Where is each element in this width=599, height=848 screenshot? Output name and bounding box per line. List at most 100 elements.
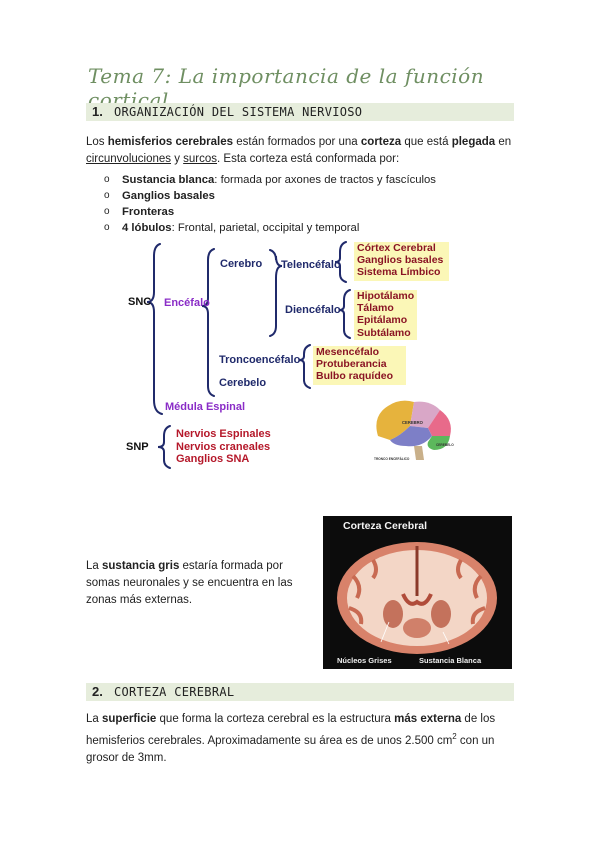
list-item: Hipotálamo (357, 290, 415, 302)
label-medula: Médula Espinal (165, 401, 246, 413)
list-item: o 4 lóbulos: Frontal, parietal, occipita… (104, 220, 524, 236)
text-bold: Sustancia blanca (122, 174, 215, 186)
list-item: Córtex Cerebral (357, 242, 436, 254)
bullet-list: o Sustancia blanca: formada por axones d… (104, 172, 524, 236)
cortex-photo: Corteza Cerebral Núcleos Grises Sustanci… (323, 516, 512, 669)
label-encefalo: Encéfalo (164, 297, 210, 309)
basal-nuclei-right (431, 600, 451, 628)
document-title: Tema 7: La importancia de la función cor… (88, 64, 485, 112)
brace-cerebro (269, 249, 283, 337)
text-bold: Ganglios basales (122, 190, 215, 202)
brain-section-image (337, 542, 497, 654)
list-item: o Fronteras (104, 204, 524, 220)
section-number: 1. (92, 104, 103, 119)
text-bold: corteza (360, 136, 402, 148)
caption-nucleos: Núcleos Grises (337, 656, 392, 665)
text: de los hemisferios cerebrales. Aproximad… (86, 713, 496, 747)
text-bold: sustancia gris (102, 560, 180, 572)
text-underlined: circunvoluciones (86, 153, 172, 165)
gray-matter-paragraph: La sustancia gris estaría formada por so… (86, 558, 314, 609)
label-snp: SNP (126, 441, 149, 453)
text-bold: plegada (451, 136, 496, 148)
text: en (495, 136, 512, 148)
section-title: CORTEZA CEREBRAL (114, 685, 235, 699)
label-cerebro: Cerebro (220, 258, 263, 270)
brain-label-cerebro: CEREBRO (402, 420, 424, 425)
list-item: Nervios Espinales (176, 428, 271, 440)
brain-cerebellum (427, 436, 450, 450)
text-bold: 4 lóbulos (122, 222, 172, 234)
superscript: 2 (452, 732, 457, 741)
list-item: Epitálamo (357, 314, 408, 327)
pointer-line (442, 631, 450, 645)
text: están formados por una (233, 136, 361, 148)
text-bold: hemisferios cerebrales (107, 136, 234, 148)
text: con un grosor de 3mm. (86, 734, 495, 764)
section-heading-1: 1. ORGANIZACIÓN DEL SISTEMA NERVIOSO (86, 103, 514, 121)
brace-encefalo (201, 248, 215, 397)
bullet-marker: o (104, 222, 110, 233)
text: que está (401, 136, 452, 148)
thalamus (403, 618, 431, 638)
label-diencefalo: Diencéfalo (285, 304, 341, 316)
bullet-marker: o (104, 206, 110, 217)
label-cerebelo: Cerebelo (219, 377, 267, 389)
white-matter (347, 550, 487, 646)
list-item: o Sustancia blanca: formada por axones d… (104, 172, 524, 188)
ventricles (401, 593, 433, 606)
pointer-line (380, 621, 390, 643)
brain-illustration: CEREBRO CEREBELO TRONCO ENCEFÁLICO (374, 400, 454, 461)
surface-paragraph: La superficie que forma la corteza cereb… (86, 711, 516, 767)
list-item: o Ganglios basales (104, 188, 524, 204)
list-item: Ganglios basales (357, 254, 444, 267)
text: : Frontal, parietal, occipital y tempora… (171, 222, 360, 234)
text: Los (86, 136, 108, 148)
text: . Esta corteza está conformada por: (217, 153, 400, 165)
text: estaría formada por somas neuronales y s… (86, 560, 293, 606)
list-item: Protuberancia (316, 358, 387, 371)
intro-paragraph: Los hemisferios cerebrales están formado… (86, 134, 511, 168)
text: La (86, 560, 102, 572)
brain-parietal-lobe (410, 401, 440, 428)
text-bold: superficie (102, 713, 157, 725)
brain-label-cerebelo: CEREBELO (436, 443, 454, 447)
diencefalo-list: Hipotálamo Tálamo Epitálamo Subtálamo (354, 290, 417, 340)
text-bold: Fronteras (122, 206, 175, 218)
list-item: Nervios craneales (176, 440, 271, 453)
telencefalo-list: Córtex Cerebral Ganglios basales Sistema… (354, 242, 449, 281)
text-underlined: surcos (183, 153, 218, 165)
text-bold: más externa (394, 713, 462, 725)
brain-stem (414, 446, 424, 460)
list-item: Bulbo raquídeo (316, 370, 393, 383)
brain-label-tronco: TRONCO ENCEFÁLICO (374, 456, 410, 461)
brace-snp (157, 425, 171, 469)
list-item: Tálamo (357, 302, 394, 315)
caption-sustancia: Sustancia Blanca (419, 656, 482, 665)
brain-temporal-lobe (390, 426, 432, 447)
bullet-marker: o (104, 190, 110, 201)
section-heading-2: 2. CORTEZA CEREBRAL (86, 683, 514, 701)
brain-occipital-lobe (428, 410, 451, 436)
section-title: ORGANIZACIÓN DEL SISTEMA NERVIOSO (114, 105, 363, 119)
label-snc: SNC (128, 296, 152, 308)
brain-frontal-lobe (376, 400, 414, 440)
snp-list: Nervios Espinales Nervios craneales Gang… (176, 428, 271, 466)
bullet-marker: o (104, 174, 110, 185)
text: La (86, 713, 102, 725)
list-item: Subtálamo (357, 326, 411, 339)
brace-snc (146, 243, 163, 415)
list-item: Mesencéfalo (316, 346, 380, 358)
list-item: Ganglios SNA (176, 453, 250, 465)
label-troncoencefalo: Troncoencéfalo (219, 354, 301, 366)
text: que forma la corteza cerebral es la estr… (156, 713, 395, 725)
brace-telencefalo (334, 241, 347, 283)
basal-nuclei-left (383, 600, 403, 628)
photo-title: Corteza Cerebral (343, 520, 428, 532)
text: y (171, 153, 184, 165)
list-item: Sistema Límbico (357, 266, 441, 279)
label-telencefalo: Telencéfalo (281, 259, 341, 271)
brace-tronco (298, 344, 311, 389)
section-number: 2. (92, 684, 103, 699)
sulci (348, 558, 486, 625)
troncoencefalo-list: Mesencéfalo Protuberancia Bulbo raquídeo (313, 346, 406, 385)
